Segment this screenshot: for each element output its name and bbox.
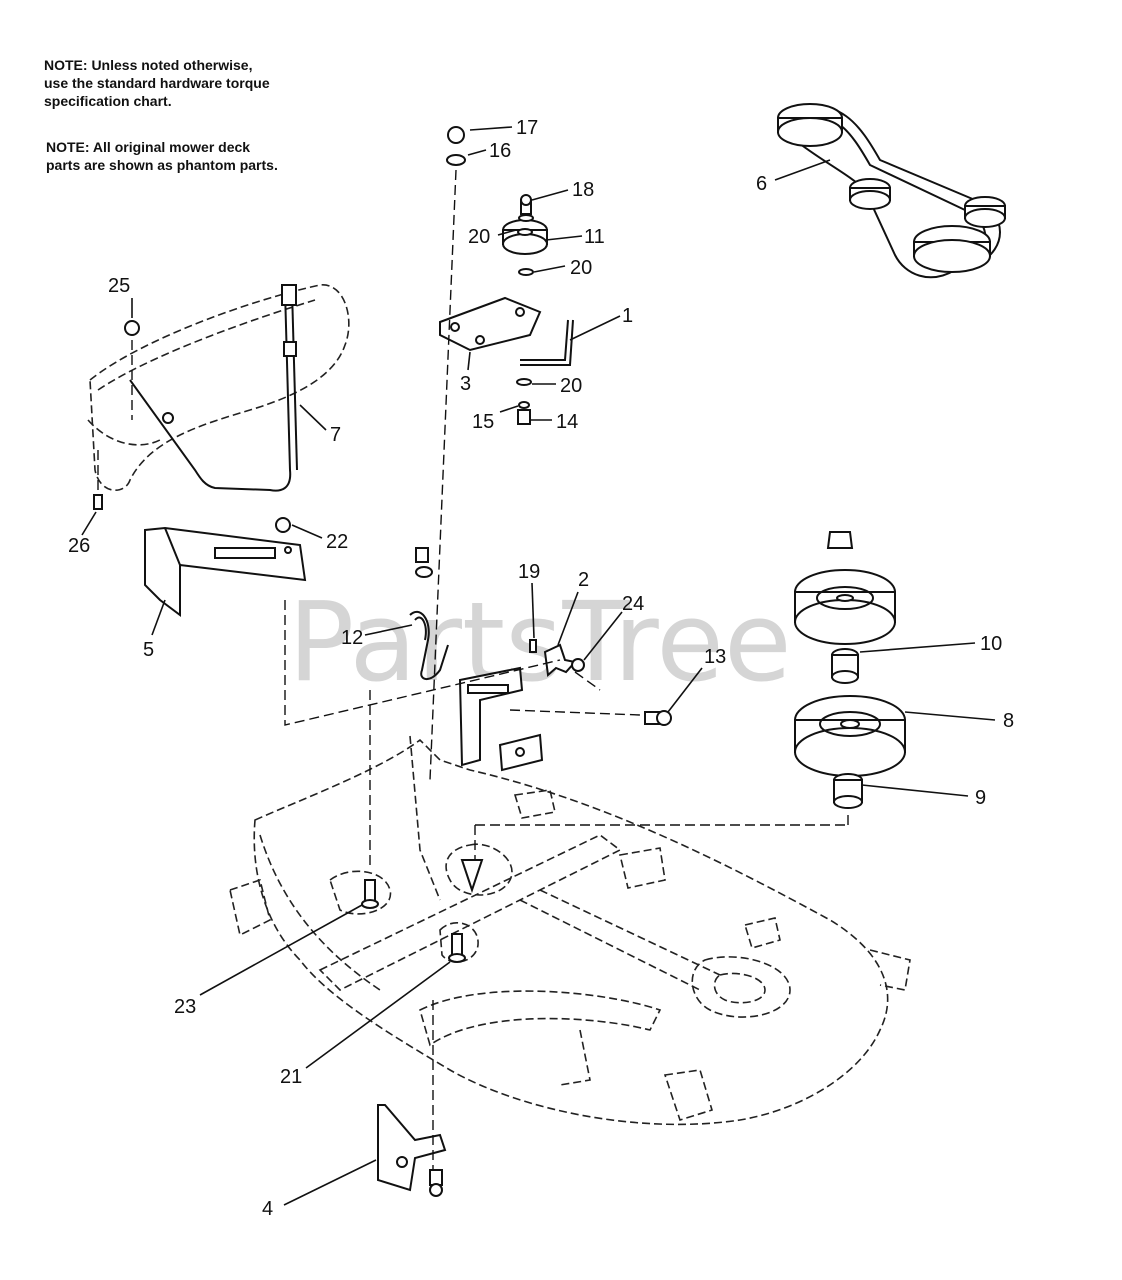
bracket-4 bbox=[377, 1104, 447, 1197]
callout-7: 7 bbox=[330, 424, 341, 446]
callout-3: 3 bbox=[460, 373, 471, 395]
callout-13: 13 bbox=[704, 646, 726, 668]
idler-bracket-3 bbox=[439, 296, 542, 352]
callout-5: 5 bbox=[143, 639, 154, 661]
callout-25: 25 bbox=[108, 275, 130, 297]
callout-15: 15 bbox=[472, 411, 494, 433]
callout-26: 26 bbox=[68, 535, 90, 557]
callout-20-a: 20 bbox=[468, 226, 490, 248]
callout-10: 10 bbox=[980, 633, 1002, 655]
leader-lines bbox=[81, 126, 996, 1206]
bracket-5 bbox=[144, 526, 307, 617]
callout-16: 16 bbox=[489, 140, 511, 162]
note-torque: NOTE: Unless noted otherwise, use the st… bbox=[44, 57, 270, 109]
callout-2: 2 bbox=[578, 569, 589, 591]
callout-14: 14 bbox=[556, 411, 578, 433]
callout-1: 1 bbox=[622, 305, 633, 327]
note-phantom-parts: NOTE: All original mower deck parts are … bbox=[46, 139, 278, 173]
callout-4: 4 bbox=[262, 1198, 273, 1220]
callout-23: 23 bbox=[174, 996, 196, 1018]
idler-rod-1 bbox=[520, 319, 574, 366]
spring-12 bbox=[409, 547, 449, 680]
bolt-13 bbox=[644, 710, 672, 726]
hardware-stack bbox=[93, 126, 534, 533]
callout-18: 18 bbox=[572, 179, 594, 201]
callout-20-c: 20 bbox=[560, 375, 582, 397]
callout-labels: 1 2 3 4 5 6 7 8 9 10 11 12 13 14 15 16 1… bbox=[68, 117, 1014, 1220]
callout-24: 24 bbox=[622, 593, 644, 615]
callout-19: 19 bbox=[518, 561, 540, 583]
belt-assembly bbox=[777, 103, 1006, 279]
callout-20-b: 20 bbox=[570, 257, 592, 279]
callout-21: 21 bbox=[280, 1066, 302, 1088]
callout-11: 11 bbox=[584, 226, 605, 248]
callout-8: 8 bbox=[1003, 710, 1014, 732]
height-adjust-bracket bbox=[458, 666, 544, 772]
callout-9: 9 bbox=[975, 787, 986, 809]
idler-pulley-11 bbox=[502, 219, 548, 255]
deflector-phantom bbox=[87, 284, 350, 492]
callout-17: 17 bbox=[516, 117, 538, 139]
callout-6: 6 bbox=[756, 173, 767, 195]
deck-studs bbox=[361, 859, 484, 963]
watermark-text: PartsTree bbox=[288, 578, 792, 706]
alignment-lines bbox=[97, 169, 849, 1170]
callout-12: 12 bbox=[341, 627, 363, 649]
mower-deck-phantom bbox=[229, 735, 911, 1126]
callout-22: 22 bbox=[326, 531, 348, 553]
pulley-stack bbox=[794, 531, 906, 809]
deflector-rod bbox=[129, 284, 298, 492]
